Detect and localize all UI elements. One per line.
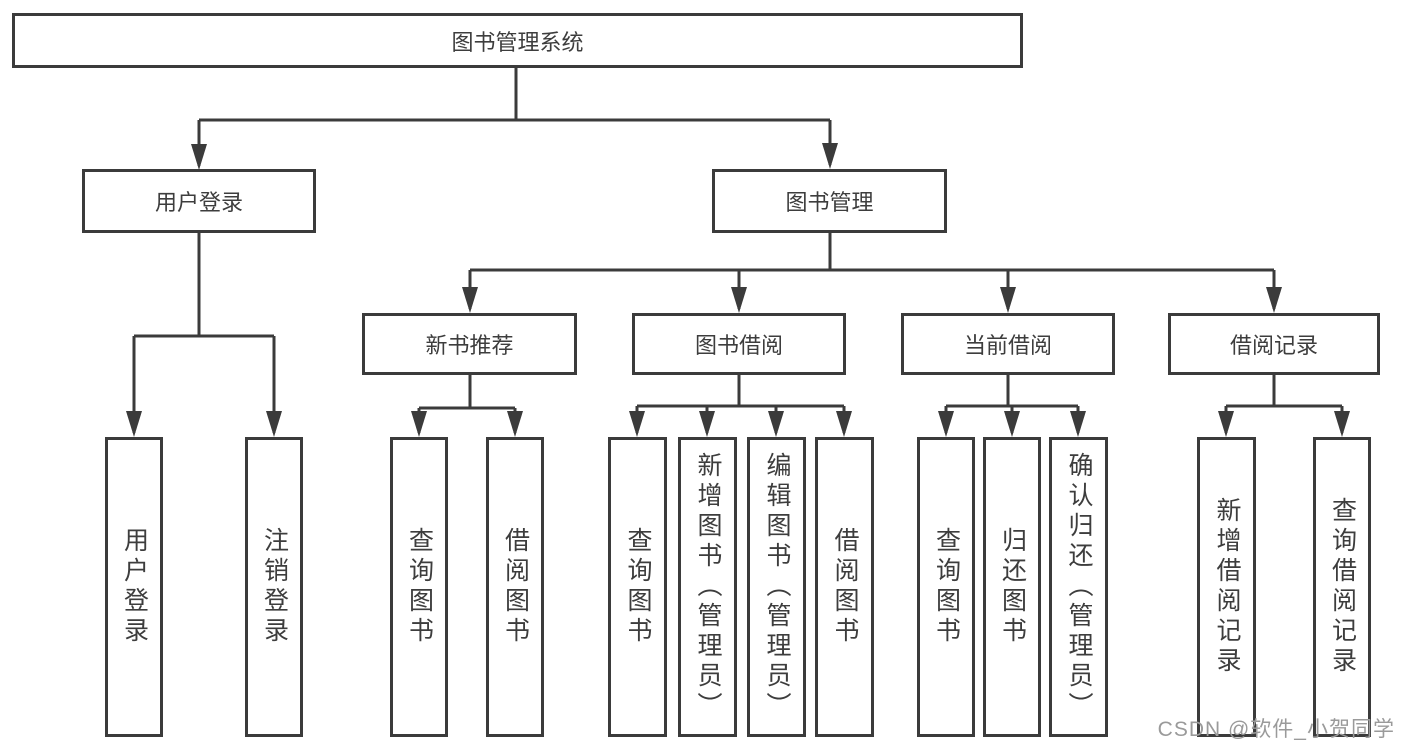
arrowhead: [629, 411, 645, 437]
node-borrow-books: 借阅图书: [486, 437, 544, 737]
node-label: 新书推荐: [425, 333, 514, 358]
arrowhead: [699, 411, 715, 437]
arrowhead: [768, 411, 784, 437]
node-label: 确认归还（管理员）: [1065, 452, 1093, 722]
arrowhead: [411, 411, 427, 437]
node-label: 借阅记录: [1229, 333, 1318, 358]
node-query-borrow-record: 查询借阅记录: [1313, 437, 1371, 737]
node-label: 编辑图书（管理员）: [763, 452, 791, 722]
node-query-books: 查询图书: [917, 437, 975, 737]
node-borrow-books: 借阅图书: [815, 437, 874, 737]
csdn-watermark: CSDN @软件_小贺同学: [1157, 718, 1395, 741]
node-label: 查询图书: [405, 527, 434, 647]
arrowhead: [1334, 411, 1350, 437]
connector-book-management-to-level3: [462, 233, 1282, 313]
node-query-books: 查询图书: [608, 437, 667, 737]
arrowhead: [836, 411, 852, 437]
node-user-login: 用户登录: [82, 169, 316, 233]
node-add-borrow-record: 新增借阅记录: [1197, 437, 1256, 737]
node-label: 新增借阅记录: [1213, 497, 1241, 677]
node-add-books-admin: 新增图书（管理员）: [678, 437, 737, 737]
node-root-label: 图书管理系统: [451, 29, 584, 55]
arrowhead: [266, 411, 282, 437]
arrowhead: [462, 287, 478, 313]
connector-user-login-to-children: [126, 233, 282, 437]
node-return-books: 归还图书: [983, 437, 1041, 737]
arrowhead: [1070, 411, 1086, 437]
node-label: 图书借阅: [694, 333, 783, 358]
connector-book-borrow-to-children: [629, 375, 852, 437]
connector-new-book-to-children: [411, 375, 523, 437]
node-label: 借阅图书: [501, 527, 530, 647]
node-book-management: 图书管理: [712, 169, 947, 233]
arrowhead: [822, 143, 838, 169]
node-label: 借阅图书: [831, 527, 859, 647]
node-root-system: 图书管理系统: [12, 13, 1023, 68]
arrowhead: [1004, 411, 1020, 437]
node-current-borrow: 当前借阅: [901, 313, 1115, 375]
node-label: 查询借阅记录: [1328, 497, 1357, 677]
arrowhead: [938, 411, 954, 437]
node-label: 用户登录: [154, 190, 243, 215]
node-new-book-recommend: 新书推荐: [362, 313, 577, 375]
arrowhead: [1218, 411, 1234, 437]
node-label: 当前借阅: [963, 333, 1052, 358]
node-label: 注销登录: [260, 527, 289, 647]
node-label: 查询图书: [624, 527, 652, 647]
arrowhead: [507, 411, 523, 437]
node-edit-books-admin: 编辑图书（管理员）: [747, 437, 806, 737]
node-query-books: 查询图书: [390, 437, 448, 737]
connector-root-to-level2: [191, 68, 838, 170]
node-label: 用户登录: [120, 527, 149, 647]
arrowhead: [1266, 287, 1282, 313]
connector-borrow-records-to-children: [1218, 375, 1350, 437]
node-label: 新增图书（管理员）: [694, 452, 722, 722]
connector-current-borrow-to-children: [938, 375, 1086, 437]
node-label: 图书管理: [785, 190, 874, 215]
node-label: 归还图书: [998, 527, 1027, 647]
node-user-login-leaf: 用户登录: [105, 437, 163, 737]
arrowhead: [731, 287, 747, 313]
node-borrow-records: 借阅记录: [1168, 313, 1380, 375]
arrowhead: [191, 144, 207, 170]
node-confirm-return-admin: 确认归还（管理员）: [1049, 437, 1108, 737]
node-logout: 注销登录: [245, 437, 303, 737]
node-label: 查询图书: [932, 527, 961, 647]
arrowhead: [1000, 287, 1016, 313]
node-book-borrow: 图书借阅: [632, 313, 846, 375]
arrowhead: [126, 411, 142, 437]
